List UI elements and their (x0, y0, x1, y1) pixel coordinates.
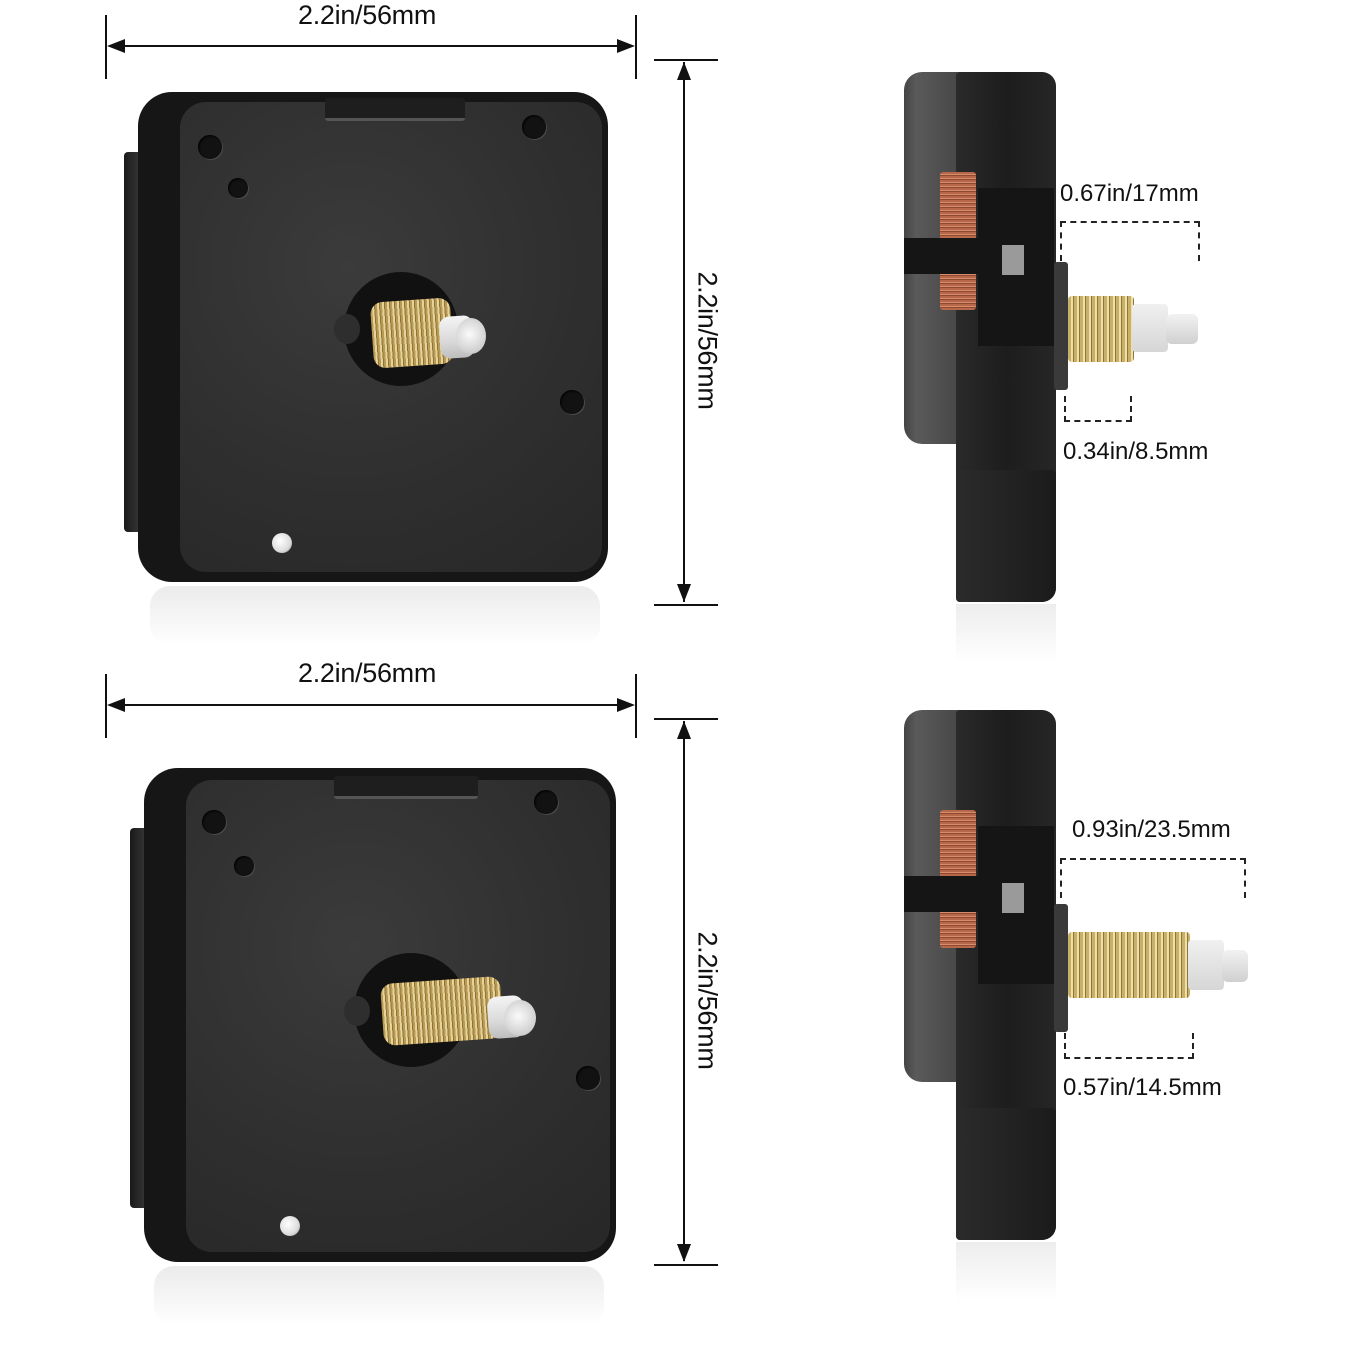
shaft-cap-tip (1222, 950, 1248, 982)
shaft-total-length-label: 0.67in/17mm (1060, 180, 1199, 207)
shaft-cap (1132, 304, 1168, 352)
front-view (124, 768, 619, 1338)
dimension-extension-line (654, 59, 718, 61)
mounting-hole (198, 135, 222, 159)
thread-length-bracket (1064, 1033, 1194, 1059)
flange (1054, 904, 1068, 1032)
top-slot (325, 98, 465, 121)
mounting-hole (202, 810, 226, 834)
reflection (956, 604, 1056, 664)
arrow-left-icon (107, 39, 125, 53)
reflection (154, 1266, 604, 1326)
brass-shaft (379, 975, 505, 1047)
height-dimension-line (683, 62, 685, 602)
shaft-length-bracket (1060, 858, 1246, 898)
dimension-extension-line (654, 1264, 718, 1266)
dimension-extension-line (654, 718, 718, 720)
arrow-up-icon (677, 721, 691, 739)
bottom-block (956, 1108, 1056, 1240)
arrow-left-icon (107, 698, 125, 712)
arrow-up-icon (677, 62, 691, 80)
clip (904, 876, 980, 912)
mounting-hole (534, 790, 558, 814)
dimension-extension-line (635, 674, 637, 738)
hanger-pin (272, 533, 292, 553)
mounting-hole (576, 1066, 600, 1090)
arrow-down-icon (677, 1244, 691, 1262)
clip (904, 238, 980, 274)
dimension-extension-line (635, 15, 637, 79)
threaded-shaft (1068, 932, 1190, 998)
reflection (956, 1242, 1056, 1302)
width-dimension-label: 2.2in/56mm (298, 658, 437, 688)
dimension-extension-line (105, 674, 107, 738)
flange (1054, 262, 1068, 390)
dimension-extension-line (654, 604, 718, 606)
washer-notch (344, 996, 370, 1026)
arrow-right-icon (617, 698, 635, 712)
threaded-shaft (1068, 296, 1134, 362)
mounting-hole (228, 178, 248, 198)
width-dimension-line (110, 45, 632, 47)
width-dimension-label: 2.2in/56mm (298, 0, 437, 30)
height-dimension-line (683, 721, 685, 1261)
mounting-hole (234, 856, 254, 876)
thread-length-label: 0.57in/14.5mm (1063, 1074, 1222, 1101)
shaft-length-bracket (1060, 221, 1200, 261)
mounting-hole (522, 115, 546, 139)
side-view (900, 70, 1240, 670)
thread-length-label: 0.34in/8.5mm (1063, 438, 1209, 465)
front-view (120, 92, 610, 652)
arrow-right-icon (617, 39, 635, 53)
washer-notch (334, 314, 360, 344)
cap-tip (504, 1000, 536, 1036)
window (1002, 245, 1024, 275)
thread-length-bracket (1064, 396, 1132, 422)
arrow-down-icon (677, 584, 691, 602)
shaft-cap (1188, 940, 1224, 990)
bottom-block (956, 470, 1056, 602)
height-dimension-label: 2.2in/56mm (692, 271, 723, 410)
shaft-total-length-label: 0.93in/23.5mm (1072, 816, 1231, 843)
cap-tip (456, 318, 486, 354)
window (1002, 883, 1024, 913)
reflection (150, 586, 600, 646)
side-view (900, 708, 1260, 1308)
dimension-extension-line (105, 15, 107, 79)
top-slot (334, 776, 478, 799)
shaft-cap-tip (1166, 314, 1198, 344)
height-dimension-label: 2.2in/56mm (692, 931, 723, 1070)
width-dimension-line (110, 704, 632, 706)
mounting-hole (560, 390, 584, 414)
hanger-pin (280, 1216, 300, 1236)
